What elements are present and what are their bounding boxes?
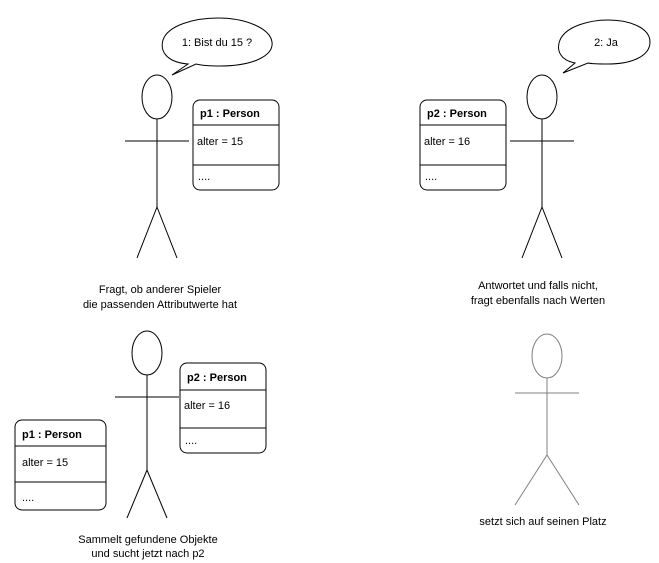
caption-1-line-1: Fragt, ob anderer Spieler	[99, 284, 222, 296]
object-more: ....	[425, 171, 437, 183]
object-more: ....	[22, 492, 34, 504]
stick-figure-1	[125, 74, 189, 259]
bubble-text-1: 1: Bist du 15 ?	[182, 37, 252, 49]
caption-2-line-2: fragt ebenfalls nach Werten	[471, 295, 605, 307]
object-more: ....	[198, 171, 210, 183]
object-box-p1-top: p1 : Person alter = 15 ....	[192, 99, 280, 191]
caption-4: setzt sich auf seinen Platz	[479, 516, 606, 528]
object-attribute: alter = 15	[22, 457, 68, 469]
object-title: p1 : Person	[200, 108, 260, 120]
object-title: p2 : Person	[187, 372, 247, 384]
caption-2-line-1: Antwortet und falls nicht,	[478, 280, 598, 292]
caption-1-line-2: die passenden Attributwerte hat	[83, 299, 237, 311]
object-title: p1 : Person	[22, 429, 82, 441]
stick-figure-3	[115, 330, 179, 519]
object-box-p2-top: p2 : Person alter = 16 ....	[419, 99, 507, 191]
caption-3-line-2: und sucht jetzt nach p2	[91, 548, 204, 560]
caption-3-line-1: Sammelt gefundene Objekte	[78, 534, 217, 546]
object-attribute: alter = 16	[424, 136, 470, 148]
object-box-p2-bottom: p2 : Person alter = 16 ....	[179, 362, 267, 454]
speech-bubble-2: 2: Ja	[558, 19, 651, 74]
object-attribute: alter = 15	[197, 136, 243, 148]
stick-figure-2	[510, 74, 574, 259]
bubble-text-2: 2: Ja	[594, 37, 619, 49]
object-box-p1-bottom: p1 : Person alter = 15 ....	[14, 419, 107, 511]
speech-bubble-1: 1: Bist du 15 ?	[161, 17, 273, 76]
object-title: p2 : Person	[427, 108, 487, 120]
stick-figure-4	[514, 333, 580, 506]
object-more: ....	[185, 435, 197, 447]
object-attribute: alter = 16	[184, 400, 230, 412]
